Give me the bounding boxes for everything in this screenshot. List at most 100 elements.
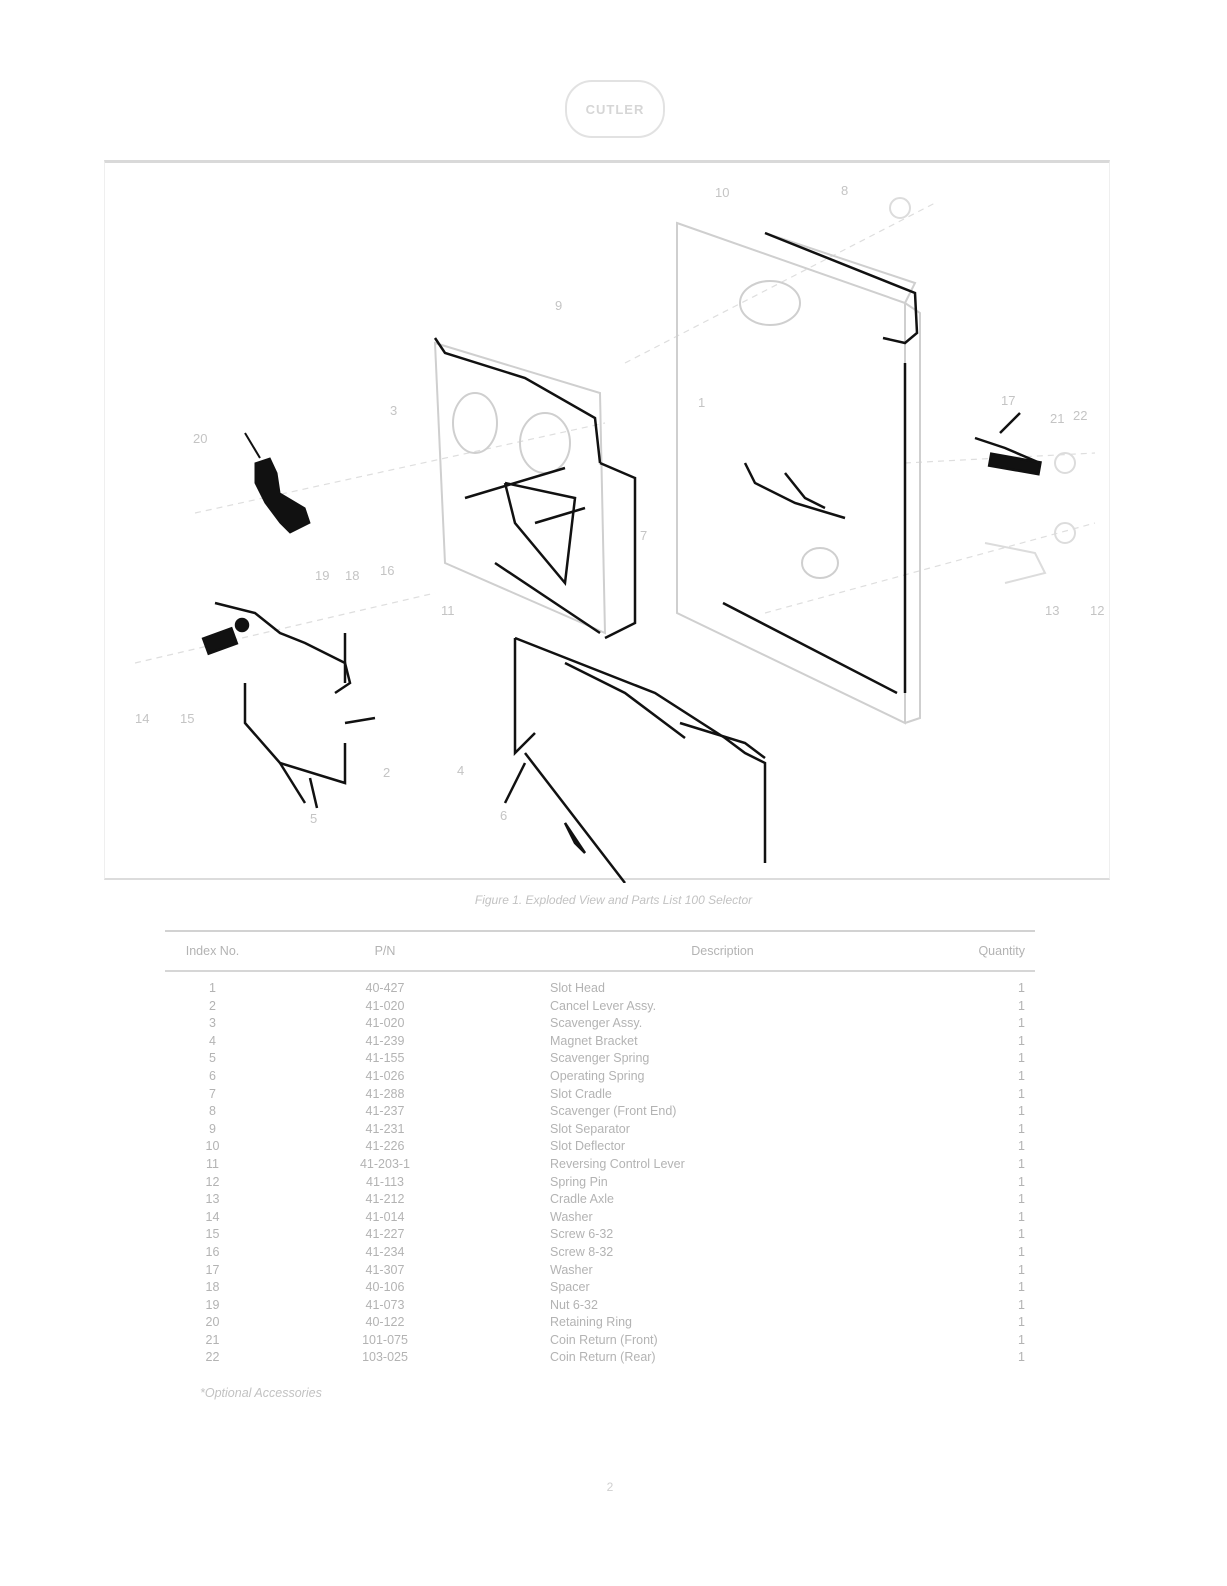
callout-6: 6 <box>500 808 508 823</box>
callout-14: 14 <box>135 711 150 726</box>
row-pn: 40-427 <box>365 981 405 995</box>
row-description: Operating Spring <box>550 1068 645 1083</box>
callout-8: 8 <box>841 183 849 198</box>
row-pn: 101-075 <box>362 1332 408 1347</box>
row-index: 20 <box>205 1315 220 1330</box>
row-pn: 41-014 <box>365 1209 405 1224</box>
row-pn: 41-113 <box>366 1174 404 1189</box>
row-description: Slot Separator <box>550 1121 630 1136</box>
lower-plate <box>503 636 767 883</box>
row-quantity: 1 <box>1018 1192 1025 1207</box>
row-description: Washer <box>550 1209 593 1224</box>
callout-16: 16 <box>380 563 395 578</box>
row-description: Screw 8-32 <box>550 1244 614 1259</box>
callout-9: 9 <box>555 298 563 313</box>
callout-10: 10 <box>715 185 730 200</box>
row-pn: 41-239 <box>365 1033 405 1048</box>
row-description: Coin Return (Rear) <box>550 1350 656 1365</box>
callout-7: 7 <box>640 528 648 543</box>
row-index: 8 <box>209 1104 216 1119</box>
row-quantity: 1 <box>1018 1174 1025 1189</box>
row-description: Slot Head <box>550 981 605 995</box>
footnote: *Optional Accessories <box>200 1386 322 1400</box>
callout-22: 22 <box>1073 408 1088 423</box>
row-quantity: 1 <box>1018 1033 1025 1048</box>
lower-left-bracket <box>201 601 376 809</box>
row-pn: 41-026 <box>365 1068 405 1083</box>
row-index: 4 <box>209 1033 216 1048</box>
row-pn: 40-122 <box>365 1315 405 1330</box>
callout-3: 3 <box>390 403 398 418</box>
header-description: Description <box>691 944 754 958</box>
row-quantity: 1 <box>1018 998 1025 1013</box>
callout-11: 11 <box>441 603 455 618</box>
row-index: 10 <box>205 1139 220 1154</box>
callout-21: 21 <box>1050 411 1065 426</box>
header-quantity: Quantity <box>978 944 1025 958</box>
row-pn: 41-226 <box>365 1139 405 1154</box>
row-quantity: 1 <box>1018 1068 1025 1083</box>
row-index: 16 <box>205 1244 220 1259</box>
row-description: Nut 6-32 <box>550 1297 598 1312</box>
row-quantity: 1 <box>1018 1209 1025 1224</box>
row-index: 15 <box>205 1227 220 1242</box>
row-description: Reversing Control Lever <box>550 1156 685 1171</box>
exploded-view-figure: 10 8 9 3 7 1 17 20 21 22 19 18 16 11 13 … <box>104 160 1110 883</box>
page-number: 2 <box>606 1480 614 1494</box>
row-pn: 41-237 <box>365 1104 405 1119</box>
row-pn: 41-203-1 <box>359 1156 411 1171</box>
row-description: Magnet Bracket <box>550 1033 638 1048</box>
row-description: Scavenger Spring <box>550 1051 650 1066</box>
callout-4: 4 <box>457 763 465 778</box>
logo-text: CUTLER <box>585 101 645 117</box>
callout-13: 13 <box>1045 603 1060 618</box>
row-quantity: 1 <box>1018 981 1025 995</box>
exploded-view-drawing <box>134 197 1096 883</box>
row-description: Spacer <box>550 1280 590 1295</box>
row-quantity: 1 <box>1018 1086 1025 1101</box>
row-description: Washer <box>550 1262 593 1277</box>
table-row: 14 41-014 Washer 1 <box>165 1209 1035 1227</box>
row-quantity: 1 <box>1018 1350 1025 1365</box>
row-quantity: 1 <box>1018 1051 1025 1066</box>
callout-18: 18 <box>345 568 360 583</box>
row-description: Screw 6-32 <box>550 1227 614 1242</box>
right-small-parts <box>974 412 1042 476</box>
row-index: 22 <box>205 1350 220 1365</box>
row-pn: 41-020 <box>365 1016 405 1031</box>
center-plate <box>433 341 607 635</box>
row-quantity: 1 <box>1018 1280 1025 1295</box>
row-pn: 41-212 <box>365 1192 405 1207</box>
row-pn: 40-106 <box>365 1280 405 1295</box>
row-pn: 41-020 <box>365 998 405 1013</box>
row-index: 5 <box>209 1051 216 1066</box>
row-description: Retaining Ring <box>550 1315 632 1330</box>
row-quantity: 1 <box>1018 1016 1025 1031</box>
row-description: Scavenger (Front End) <box>550 1104 677 1119</box>
callout-1: 1 <box>698 395 706 410</box>
row-index: 14 <box>205 1209 220 1224</box>
row-quantity: 1 <box>1018 1156 1025 1171</box>
callout-17: 17 <box>1001 393 1016 408</box>
main-housing <box>676 221 921 725</box>
row-pn: 41-234 <box>365 1244 405 1259</box>
row-quantity: 1 <box>1018 1297 1025 1312</box>
row-quantity: 1 <box>1018 1121 1025 1136</box>
